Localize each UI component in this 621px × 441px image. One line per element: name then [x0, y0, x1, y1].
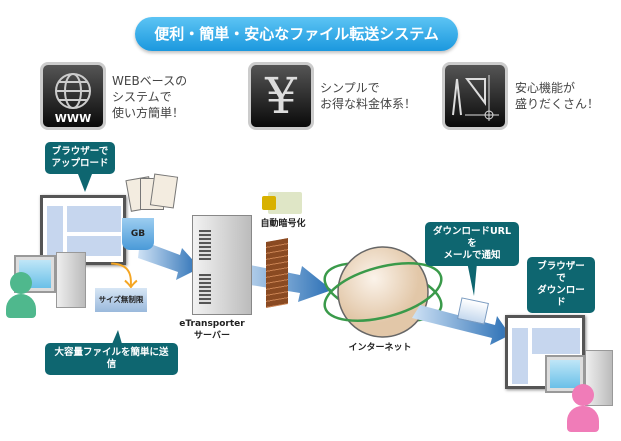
notify-bubble: ダウンロードURLを メールで通知 — [425, 222, 519, 266]
yen-icon: ¥ — [248, 62, 314, 130]
encrypt-label: 自動暗号化 — [260, 219, 306, 229]
recipient-pc-monitor-icon — [545, 355, 585, 393]
svg-text:WWW: WWW — [55, 112, 91, 125]
sender-user-icon — [10, 272, 32, 294]
sender-pc-tower-icon — [56, 252, 86, 308]
gb-bucket-icon: GB — [122, 218, 154, 250]
lock-icon — [262, 196, 276, 210]
recipient-user-body — [567, 406, 599, 432]
download-bubble: ブラウザーで ダウンロード — [527, 257, 595, 313]
arrow-to-server — [138, 240, 200, 280]
www-globe-icon: WWW — [40, 62, 106, 130]
internet-globe-icon — [337, 246, 429, 338]
internet-label: インターネット — [348, 343, 412, 353]
page-title: 便利・簡単・安心なファイル転送システム — [135, 17, 458, 51]
compress-arrow-icon: ⤵ — [110, 260, 139, 293]
feature-text-web: WEBベースの システムで 使い方簡単！ — [112, 74, 188, 120]
upload-browser-window — [40, 195, 126, 265]
firewall-icon — [266, 238, 288, 308]
server-label: eTransporter サーバー — [179, 319, 245, 341]
recipient-user-icon — [572, 384, 594, 406]
feature-text-security: 安心機能が 盛りだくさん！ — [515, 81, 600, 111]
encrypted-folder-icon — [268, 192, 302, 214]
upload-bubble: ブラウザーで アップロード — [45, 142, 115, 174]
arrow-to-recipient — [412, 305, 510, 345]
size-unlimited-folder: サイズ無制限 — [95, 288, 147, 312]
feature-text-price: シンプルで お得な料金体系！ — [320, 81, 417, 111]
server-icon — [192, 215, 252, 315]
sender-user-body — [6, 294, 36, 318]
send-bubble: 大容量ファイルを簡単に送信 — [45, 343, 178, 375]
document-icon — [149, 173, 179, 209]
drafting-tools-icon — [442, 62, 508, 130]
